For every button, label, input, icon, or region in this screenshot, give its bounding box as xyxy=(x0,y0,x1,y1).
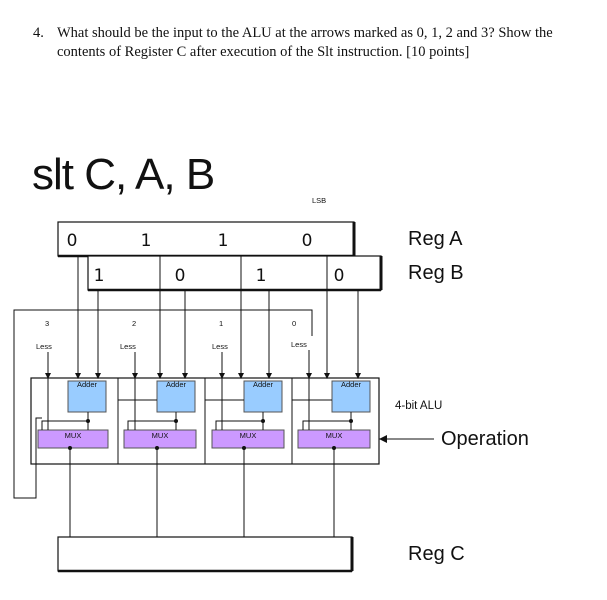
less-label-1: Less xyxy=(212,342,228,351)
lsb-label: LSB xyxy=(312,196,326,205)
reg-c-label: Reg C xyxy=(408,543,465,565)
reg-a-bit-0: 0 xyxy=(302,231,313,251)
mux-1 xyxy=(211,429,285,449)
arrow-mark-3: 3 xyxy=(45,319,49,328)
adder-label-1: Adder xyxy=(253,380,274,389)
adder-label-2: Adder xyxy=(166,380,187,389)
adder-1 xyxy=(243,380,283,413)
reg-a-bit-1: 1 xyxy=(218,231,229,251)
set-feedback-wire xyxy=(13,309,313,499)
alu-slice-2: Adder MUX xyxy=(118,378,206,537)
alu-label: 4-bit ALU xyxy=(395,400,443,412)
register-input-wires xyxy=(75,256,361,379)
register-b: 1 0 1 0 xyxy=(87,255,383,292)
operation-wire xyxy=(379,435,434,443)
less-label-2: Less xyxy=(120,342,136,351)
alu-slice-3: Adder MUX xyxy=(37,378,119,537)
arrow-mark-1: 1 xyxy=(219,319,223,328)
reg-b-label: Reg B xyxy=(408,262,464,284)
adder-label-0: Adder xyxy=(341,380,362,389)
reg-b-bit-3: 1 xyxy=(94,266,105,286)
less-label-0: Less xyxy=(291,340,307,349)
question-text: What should be the input to the ALU at t… xyxy=(57,25,553,60)
less-label-3: Less xyxy=(36,342,52,351)
adder-0 xyxy=(331,380,371,413)
adder-2 xyxy=(156,380,196,413)
reg-a-bit-3: 0 xyxy=(67,231,78,251)
arrow-mark-0: 0 xyxy=(292,319,296,328)
mux-label-1: MUX xyxy=(240,431,257,440)
register-c xyxy=(57,536,354,573)
question-number: 4. xyxy=(33,25,44,41)
reg-b-bit-0: 0 xyxy=(334,266,345,286)
adder-3 xyxy=(67,380,107,413)
reg-b-bit-1: 1 xyxy=(256,266,267,286)
mux-label-2: MUX xyxy=(152,431,169,440)
reg-b-bit-2: 0 xyxy=(175,266,186,286)
register-a: 0 1 1 0 xyxy=(57,221,356,258)
instruction-title: slt C, A, B xyxy=(32,150,215,199)
arrow-mark-2: 2 xyxy=(132,319,136,328)
alu-slice-0: Adder MUX xyxy=(292,378,371,537)
reg-a-bit-2: 1 xyxy=(141,231,152,251)
mux-label-0: MUX xyxy=(326,431,343,440)
mux-2 xyxy=(123,429,197,449)
operation-label: Operation xyxy=(441,428,529,450)
less-input-arrows xyxy=(45,350,312,379)
adder-label-3: Adder xyxy=(77,380,98,389)
reg-a-label: Reg A xyxy=(408,228,463,250)
alu-slice-1: Adder MUX xyxy=(205,378,293,537)
mux-label-3: MUX xyxy=(65,431,82,440)
mux-3 xyxy=(37,429,109,449)
